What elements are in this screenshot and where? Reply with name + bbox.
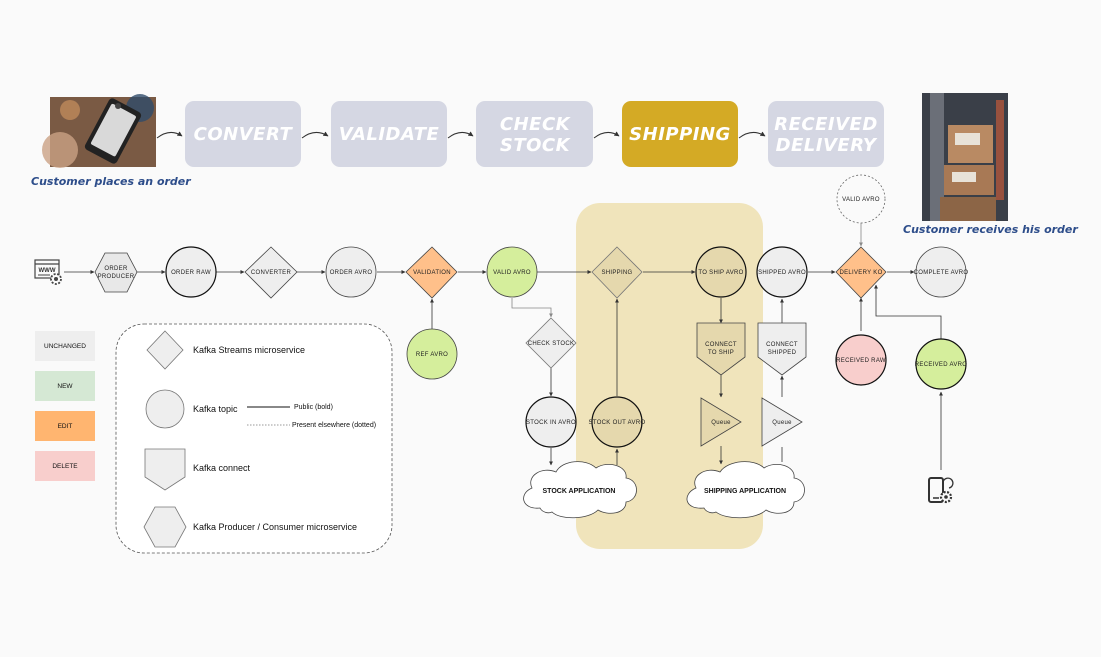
svg-text:DELETE: DELETE	[52, 463, 78, 470]
svg-text:CONNECT: CONNECT	[766, 342, 798, 348]
svg-text:CHECK STOCK: CHECK STOCK	[528, 341, 575, 347]
ref-avro-topic: REF AVRO	[406, 328, 458, 380]
svg-text:VALID AVRO: VALID AVRO	[493, 270, 531, 276]
svg-text:VALIDATION: VALIDATION	[413, 270, 451, 276]
stock-out-avro-topic: STOCK OUT AVRO	[589, 396, 646, 448]
delivery-boxes-photo	[922, 93, 1008, 221]
svg-text:DELIVERY: DELIVERY	[776, 135, 878, 156]
flow-arrow	[738, 131, 766, 139]
svg-text:Present elsewhere (dotted): Present elsewhere (dotted)	[292, 422, 376, 429]
svg-text:CHECK: CHECK	[500, 114, 572, 135]
status-edit	[35, 411, 95, 441]
svg-text:RECEIVED RAW: RECEIVED RAW	[836, 358, 886, 364]
status-delete	[35, 451, 95, 481]
order-avro-topic: ORDER AVRO	[325, 246, 377, 298]
svg-text:VALID AVRO: VALID AVRO	[842, 197, 880, 203]
step-received-delivery: RECEIVED DELIVERY	[768, 101, 884, 167]
stock-in-avro-topic: STOCK IN AVRO	[525, 396, 577, 448]
svg-text:STOCK IN AVRO: STOCK IN AVRO	[526, 420, 576, 426]
svg-text:Public (bold): Public (bold)	[294, 404, 333, 411]
connect-to-ship-pentagon: CONNECT TO SHIP	[696, 322, 746, 376]
status-new	[35, 371, 95, 401]
shipping-application-cloud: SHIPPING APPLICATION	[686, 461, 805, 519]
connect-shipped-pentagon: CONNECT SHIPPED	[757, 322, 807, 376]
svg-text:SHIPPING: SHIPPING	[629, 124, 731, 145]
shape-legend: Kafka Streams microservice Kafka topic P…	[115, 323, 393, 554]
svg-text:STOCK OUT AVRO: STOCK OUT AVRO	[589, 420, 646, 426]
queue-right-triangle: Queue	[761, 397, 803, 447]
svg-text:CONNECT: CONNECT	[705, 342, 737, 348]
step-shipping: SHIPPING	[622, 101, 738, 167]
svg-text:TO SHIP: TO SHIP	[708, 350, 734, 356]
step-convert: CONVERT	[185, 101, 301, 167]
step-validate: VALIDATE	[331, 101, 447, 167]
www-browser-icon: WWW	[34, 259, 62, 285]
flow-arrow	[447, 131, 474, 139]
svg-text:REF AVRO: REF AVRO	[416, 352, 448, 358]
to-ship-avro-topic: TO SHIP AVRO	[695, 246, 747, 298]
svg-text:COMPLETE AVRO: COMPLETE AVRO	[914, 270, 969, 276]
svg-text:Queue: Queue	[711, 420, 731, 426]
flow-arrow	[593, 131, 620, 139]
svg-text:RECEIVED AVRO: RECEIVED AVRO	[915, 362, 968, 368]
shipping-diamond: SHIPPING	[591, 246, 643, 299]
svg-text:Kafka connect: Kafka connect	[193, 463, 251, 473]
order-raw-topic: ORDER RAW	[165, 246, 217, 298]
svg-text:NEW: NEW	[57, 383, 73, 390]
valid-avro-topic: VALID AVRO	[486, 246, 538, 298]
svg-text:Queue: Queue	[772, 420, 792, 426]
svg-text:VALIDATE: VALIDATE	[339, 124, 440, 145]
mobile-app-icon	[928, 477, 954, 504]
svg-text:SHIPPED: SHIPPED	[768, 350, 797, 356]
svg-text:SHIPPING APPLICATION: SHIPPING APPLICATION	[704, 488, 786, 495]
order-producer-hexagon: ORDER PRODUCER	[94, 252, 138, 293]
svg-text:WWW: WWW	[39, 268, 56, 274]
svg-text:ORDER RAW: ORDER RAW	[171, 270, 211, 276]
received-raw-topic: RECEIVED RAW	[835, 334, 887, 386]
svg-text:SHIPPED AVRO: SHIPPED AVRO	[758, 270, 806, 276]
check-stock-diamond: CHECK STOCK	[525, 317, 577, 369]
svg-text:TO SHIP AVRO: TO SHIP AVRO	[698, 270, 743, 276]
stock-application-cloud: STOCK APPLICATION	[523, 461, 637, 519]
svg-text:Kafka Streams microservice: Kafka Streams microservice	[193, 345, 305, 355]
svg-text:UNCHANGED: UNCHANGED	[44, 343, 86, 350]
shipped-avro-topic: SHIPPED AVRO	[756, 246, 808, 298]
valid-avro-top-topic: VALID AVRO	[836, 174, 886, 224]
svg-text:STOCK: STOCK	[500, 135, 572, 156]
customer-phone-photo	[42, 94, 156, 168]
received-avro-topic: RECEIVED AVRO	[915, 338, 968, 390]
svg-text:STOCK APPLICATION: STOCK APPLICATION	[543, 488, 616, 495]
svg-text:EDIT: EDIT	[58, 423, 73, 430]
svg-text:ORDER: ORDER	[104, 266, 128, 272]
svg-text:DELIVERY KO: DELIVERY KO	[839, 270, 882, 276]
step-check-stock: CHECK STOCK	[476, 101, 593, 167]
flow-arrow	[156, 131, 183, 139]
svg-text:SHIPPING: SHIPPING	[601, 270, 632, 276]
validation-diamond: VALIDATION	[405, 246, 458, 299]
svg-text:ORDER AVRO: ORDER AVRO	[330, 270, 373, 276]
status-unchanged	[35, 331, 95, 361]
svg-text:Kafka topic: Kafka topic	[193, 404, 238, 414]
svg-text:CONVERTER: CONVERTER	[251, 270, 292, 276]
queue-left-triangle: Queue	[700, 397, 742, 447]
svg-text:PRODUCER: PRODUCER	[98, 274, 135, 280]
caption-right: Customer receives his order	[903, 223, 1078, 236]
converter-diamond: CONVERTER	[244, 246, 298, 299]
flow-arrow	[301, 131, 329, 139]
delivery-ko-diamond: DELIVERY KO	[835, 246, 887, 299]
status-legend: UNCHANGED NEW EDIT DELETE	[35, 331, 95, 481]
caption-left: Customer places an order	[31, 175, 191, 188]
main-flow-lines	[64, 220, 943, 470]
svg-text:RECEIVED: RECEIVED	[774, 114, 878, 135]
svg-text:Kafka Producer / Consumer micr: Kafka Producer / Consumer microservice	[193, 522, 357, 532]
svg-text:CONVERT: CONVERT	[194, 124, 294, 145]
complete-avro-topic: COMPLETE AVRO	[914, 246, 969, 298]
